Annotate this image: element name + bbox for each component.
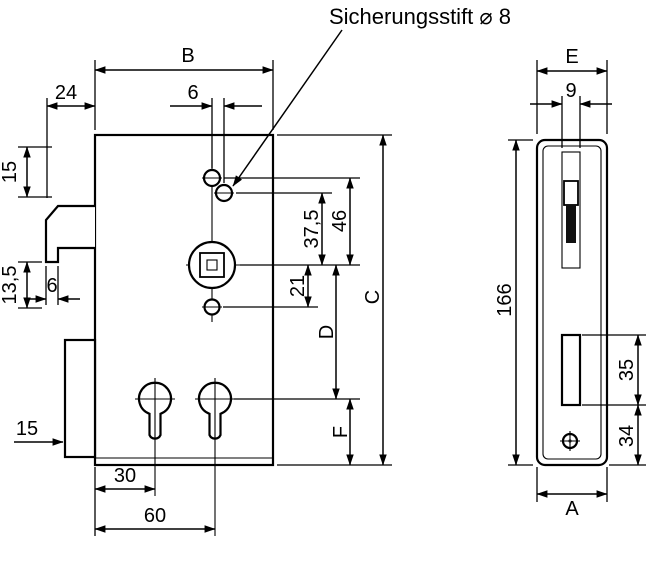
front-view [44,133,275,536]
side-view [535,138,609,467]
dim-label-35: 35 [616,359,638,381]
dim-label-D: D [316,325,338,339]
side-cylinder-slot [560,333,582,407]
dim-label-C: C [362,290,384,304]
dim-34: 34 [609,404,646,466]
dim-label-B: B [181,45,194,67]
dim-13-5: 13,5 [0,261,42,309]
dim-A: A [536,467,608,520]
side-case-outline [535,138,609,467]
dim-F: F [330,398,354,466]
dim-166: 166 [494,139,533,466]
dim-label-E: E [565,46,578,68]
dim-label-24: 24 [55,82,77,104]
dim-label-6-hook: 6 [46,275,57,297]
dim-E: E [536,46,608,134]
dim-37-5: 37,5 [301,192,326,266]
dim-9: 9 [530,80,612,148]
sicherungsstift-label: Sicherungsstift ⌀ 8 [329,4,511,29]
spindle-square-hole [206,259,218,271]
dim-15-bottom-left: 15 [14,418,64,446]
dim-46: 46 [329,177,354,266]
side-screw-center-dot [568,439,572,443]
dim-label-9: 9 [565,80,576,102]
dim-B: B [94,45,274,130]
dim-label-6-top: 6 [187,82,198,104]
lock-case-outline [93,133,275,467]
dim-label-34: 34 [616,425,638,447]
hook-latch [44,204,95,264]
side-pin-block [563,180,579,206]
dim-label-46: 46 [329,210,351,232]
side-pin-dark-block [566,205,576,243]
dim-30: 30 [94,465,156,536]
dim-35: 35 [582,334,646,406]
side-case-inner-wall [542,145,602,460]
dim-21: 21 [287,264,312,308]
lower-latch-block [63,338,97,459]
dim-label-166: 166 [494,283,516,316]
dim-6-top: 6 [170,82,262,183]
dim-label-F: F [330,426,352,438]
dim-C: C [362,134,387,466]
dim-24: 24 [46,82,96,198]
dim-60: 60 [94,505,216,533]
dim-D: D [316,264,340,400]
dim-label-60: 60 [144,505,166,527]
dim-label-21: 21 [287,275,309,297]
dim-label-15-left: 15 [0,161,21,183]
side-top-slot [561,151,581,269]
dim-label-37-5: 37,5 [301,210,323,249]
dim-label-13-5: 13,5 [0,266,21,305]
dim-label-15-bottom: 15 [16,418,38,440]
sicherungsstift-leader-line [232,29,343,187]
follower-square [199,252,225,278]
dim-label-30: 30 [114,465,136,487]
sicherungsstift-annotation: Sicherungsstift ⌀ 8 [232,4,511,187]
dim-6-hook: 6 [24,266,80,305]
dim-label-A: A [565,498,579,520]
dim-15-left: 15 [0,146,52,198]
